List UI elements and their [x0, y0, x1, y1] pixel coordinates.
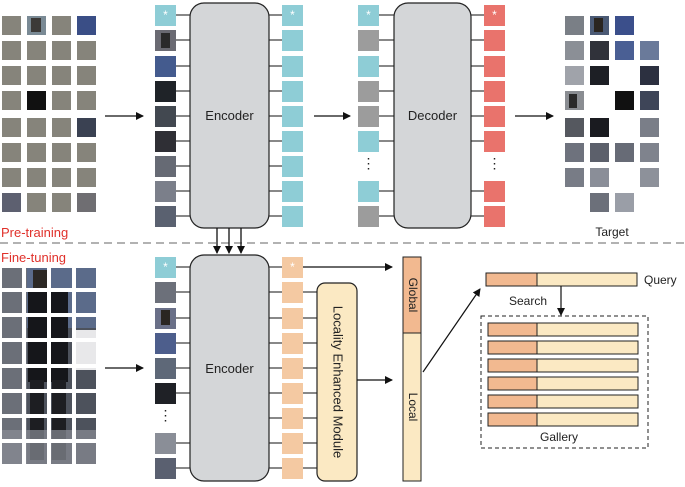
decoder-output-tokens: * ⋮: [484, 5, 505, 227]
decoder-out-ellipsis: ⋮: [488, 155, 502, 171]
search-label: Search: [509, 294, 547, 308]
query-bar: [485, 272, 638, 287]
gallery-label: Gallery: [540, 430, 578, 444]
pretraining-label: Pre-training: [1, 225, 68, 240]
encoder-in-ellipsis: ⋮: [159, 407, 173, 423]
encoder-out-star-bottom: *: [290, 260, 295, 274]
weight-transfer-arrows: [213, 228, 245, 254]
encoder-output-tokens-bottom: *: [282, 257, 317, 479]
full-input-grid: [0, 266, 98, 466]
target-label: Target: [595, 225, 629, 239]
decoder-out-star: *: [492, 8, 497, 22]
encoder-bottom-label: Encoder: [205, 361, 254, 376]
masked-input-grid: [2, 16, 96, 212]
encoder-input-tokens-top: *: [155, 5, 176, 227]
finetuning-label: Fine-tuning: [1, 250, 66, 265]
local-label: Local: [406, 393, 420, 422]
encoder-input-tokens-bottom: * ⋮: [155, 257, 176, 479]
arrow-feature-to-query: [422, 288, 481, 373]
encoder-top: Encoder: [176, 2, 282, 229]
lem-label: Locality Enhanced Module: [331, 306, 346, 459]
target-grid: [565, 16, 659, 212]
cls-token-star-bottom: *: [163, 260, 168, 274]
encoder-out-star: *: [290, 8, 295, 22]
decoder-input-tokens: * ⋮: [358, 5, 379, 227]
query-label: Query: [644, 273, 677, 287]
decoder-in-star: *: [366, 8, 371, 22]
encoder-bottom: Encoder: [176, 254, 282, 482]
decoder: Decoder: [379, 2, 484, 229]
encoder-output-tokens-top: *: [282, 5, 303, 227]
feature-bar: Global Local: [402, 256, 422, 482]
encoder-top-label: Encoder: [205, 108, 254, 123]
gallery-box: Gallery: [480, 315, 649, 449]
global-label: Global: [406, 278, 420, 313]
cls-token-star: *: [163, 8, 168, 22]
locality-enhanced-module: Locality Enhanced Module: [316, 282, 358, 482]
decoder-in-ellipsis: ⋮: [362, 155, 376, 171]
decoder-label: Decoder: [408, 108, 458, 123]
